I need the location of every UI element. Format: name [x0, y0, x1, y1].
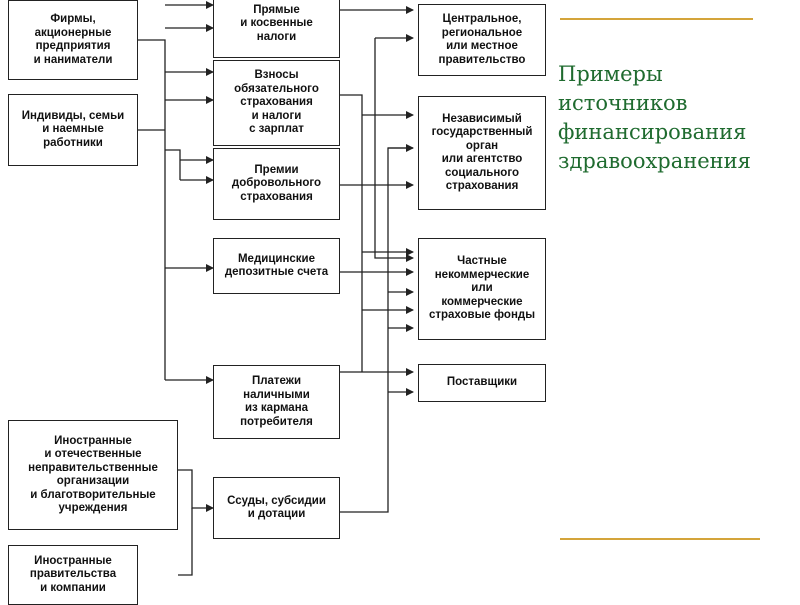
decor-line-bottom [560, 538, 760, 540]
source-foreign-ngo: Иностранные и отечественные неправительс… [8, 420, 178, 530]
edge-voluntary-branch [165, 149, 181, 180]
mechanism-taxes: Прямые и косвенные налоги [213, 0, 340, 58]
edge-loans-up [340, 147, 413, 513]
agent-providers: Поставщики [418, 364, 546, 402]
edge-ngo-to-loans [178, 469, 214, 512]
source-foreign-gov: Иностранные правительства и компании [8, 545, 138, 605]
edge-firms-trunk [138, 39, 166, 380]
agent-private-funds: Частные некоммерческие или коммерческие … [418, 238, 546, 340]
mechanism-voluntary-insurance: Премии добровольного страхования [213, 148, 340, 220]
source-individuals: Индивиды, семьи и наемные работники [8, 94, 138, 166]
edge-gov-to-loans [178, 508, 193, 576]
edge-contrib-trunk [340, 94, 363, 372]
edge-gov-down [374, 38, 414, 262]
mechanism-insurance-contributions: Взносы обязательного страхования и налог… [213, 60, 340, 146]
agent-government: Центральное, региональное или местное пр… [418, 4, 546, 76]
decor-line-top [560, 18, 753, 20]
agent-state-agency: Независимый государственный орган или аг… [418, 96, 546, 210]
source-firms: Фирмы, акционерные предприятия и нанимат… [8, 0, 138, 80]
mechanism-loans-subsidies: Ссуды, субсидии и дотации [213, 477, 340, 539]
page-title: Примеры источников финансирования здраво… [558, 62, 751, 173]
mechanism-deposit-accounts: Медицинские депозитные счета [213, 238, 340, 294]
mechanism-cash-payments: Платежи наличными из кармана потребителя [213, 365, 340, 439]
